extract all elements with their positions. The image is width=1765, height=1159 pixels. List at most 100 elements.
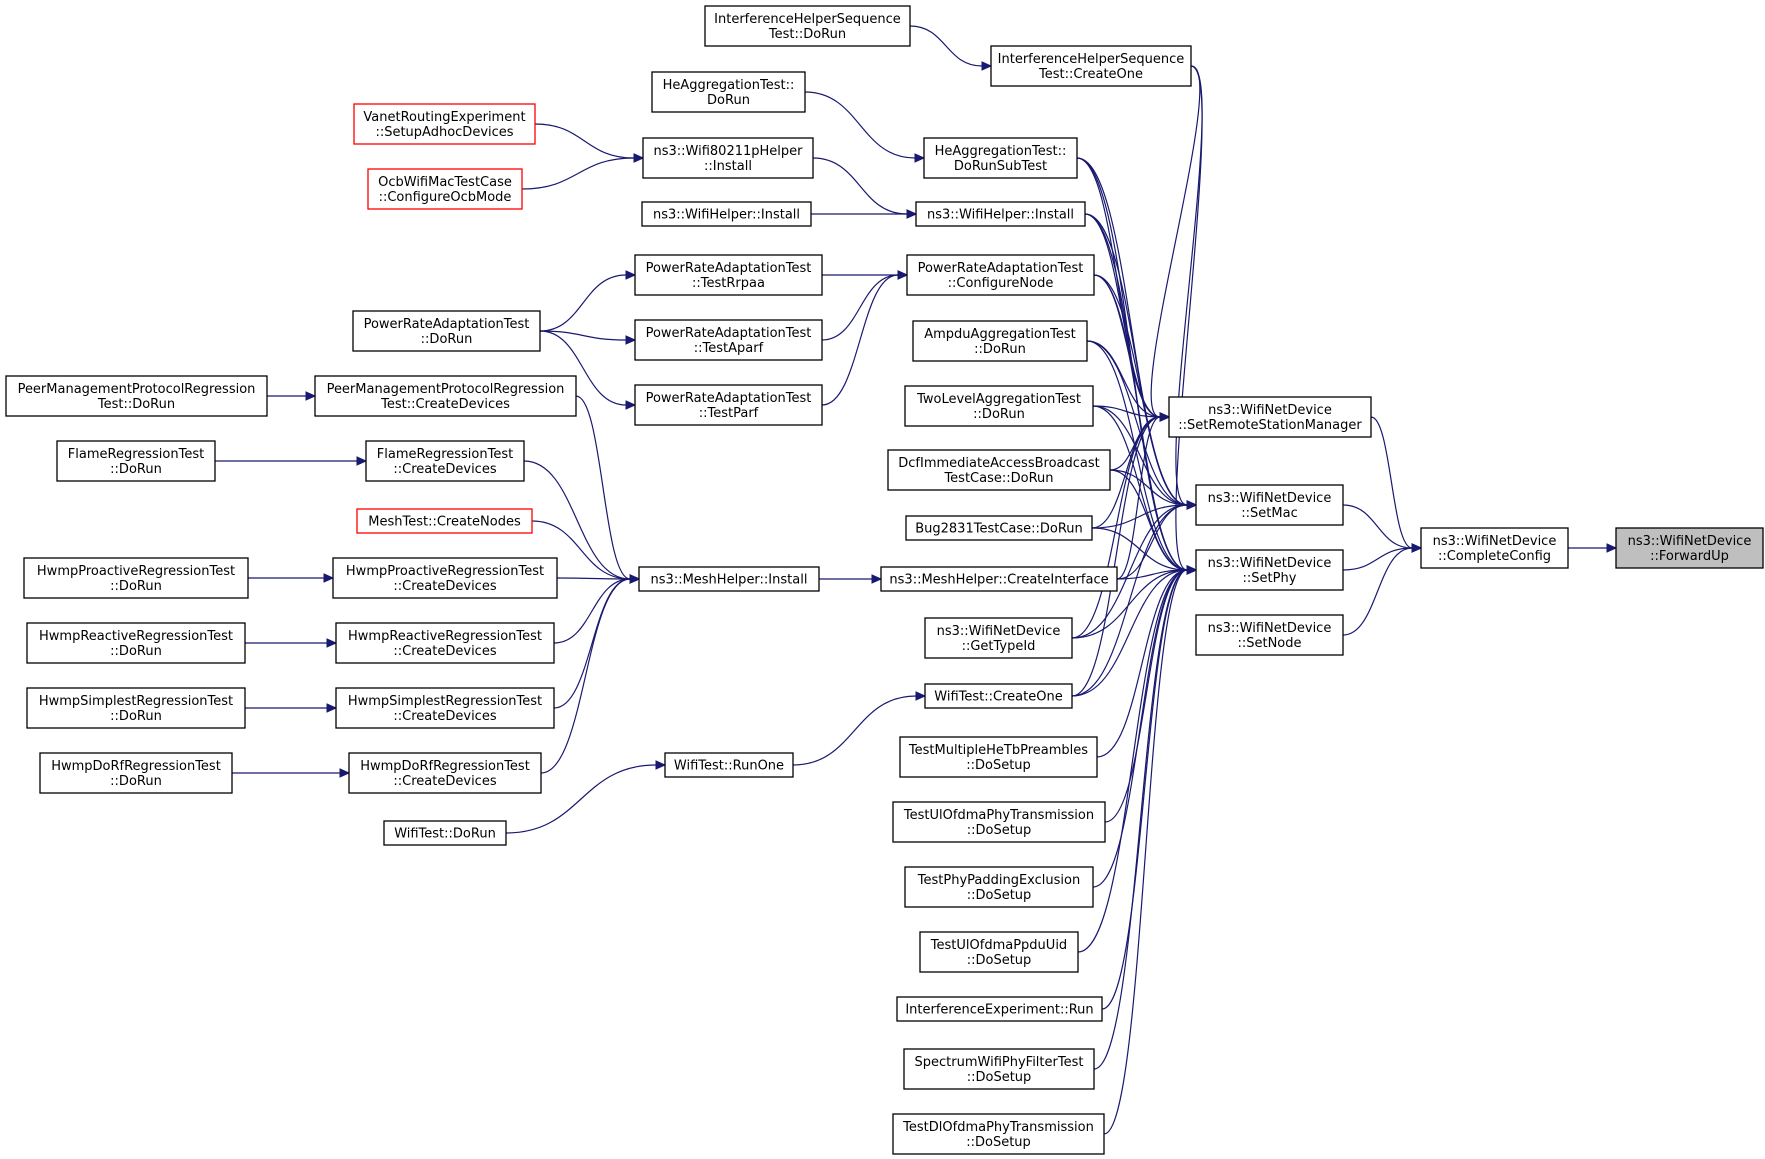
node-completeconfig[interactable]: ns3::WifiNetDevice::CompleteConfig (1420, 527, 1569, 569)
node-wifitest-createone[interactable]: WifiTest::CreateOne (924, 683, 1073, 709)
node-label-line: ::DoRun (110, 709, 162, 724)
node-wnd-gettypeid[interactable]: ns3::WifiNetDevice::GetTypeId (924, 617, 1073, 659)
node-label-line: PowerRateAdaptationTest (646, 391, 812, 406)
edge-completeconfig-to-forwardup (1567, 543, 1618, 553)
node-dlofdmaphy-dosetup[interactable]: TestDlOfdmaPhyTransmission::DoSetup (892, 1113, 1105, 1155)
node-label-line: PeerManagementProtocolRegression (18, 382, 256, 397)
node-box (335, 687, 555, 729)
edge-flame-dorun-to-flame-createdevices (215, 456, 368, 466)
node-hwmpreactive-createdevices[interactable]: HwmpReactiveRegressionTest::CreateDevice… (335, 622, 555, 664)
edge-pra-testparf-to-pra-configurenode (821, 270, 909, 406)
node-pra-dorun[interactable]: PowerRateAdaptationTest::DoRun (352, 310, 541, 352)
node-hwmpdorf-createdevices[interactable]: HwmpDoRfRegressionTest::CreateDevices (348, 752, 542, 794)
node-label-line: ns3::MeshHelper::CreateInterface (889, 573, 1108, 588)
node-box (664, 752, 794, 778)
node-setmac[interactable]: ns3::WifiNetDevice::SetMac (1195, 484, 1344, 526)
node-label-line: DcfImmediateAccessBroadcast (898, 456, 1099, 471)
node-box (887, 449, 1111, 491)
node-setphy[interactable]: ns3::WifiNetDevice::SetPhy (1195, 549, 1344, 591)
node-hwmpsimplest-createdevices[interactable]: HwmpSimplestRegressionTest::CreateDevice… (335, 687, 555, 729)
node-bug2831-dorun[interactable]: Bug2831TestCase::DoRun (905, 515, 1093, 541)
node-label-line: ::DoRun (973, 407, 1025, 422)
node-label-line: ::Install (704, 159, 752, 174)
node-flame-dorun[interactable]: FlameRegressionTest::DoRun (56, 440, 216, 482)
nodes-layer: ns3::WifiNetDevice::ForwardUpns3::WifiNe… (5, 5, 1764, 1155)
node-flame-createdevices[interactable]: FlameRegressionTest::CreateDevices (365, 440, 525, 482)
node-box (651, 71, 806, 113)
node-box (912, 320, 1088, 362)
node-hwmpsimplest-dorun[interactable]: HwmpSimplestRegressionTest::DoRun (26, 687, 246, 729)
node-forwardup: ns3::WifiNetDevice::ForwardUp (1615, 527, 1764, 569)
node-spectrumfilter-dosetup[interactable]: SpectrumWifiPhyFilterTest::DoSetup (903, 1048, 1095, 1090)
node-label-line: HwmpDoRfRegressionTest (360, 759, 530, 774)
node-label-line: ns3::WifiNetDevice (1208, 403, 1332, 418)
node-ampdu-dorun[interactable]: AmpduAggregationTest::DoRun (912, 320, 1088, 362)
node-label-line: WifiTest::RunOne (674, 759, 784, 774)
node-box (1195, 484, 1344, 526)
node-ocb-configure[interactable]: OcbWifiMacTestCase::ConfigureOcbMode (367, 168, 523, 210)
node-pmp-createdevices[interactable]: PeerManagementProtocolRegressionTest::Cr… (314, 375, 577, 417)
node-box (1615, 527, 1764, 569)
node-label-line: DoRunSubTest (954, 159, 1047, 174)
node-box (906, 254, 1095, 296)
node-heagg-dorun[interactable]: HeAggregationTest::DoRun (651, 71, 806, 113)
node-box (348, 752, 542, 794)
node-box (641, 201, 812, 227)
node-hwmpproactive-createdevices[interactable]: HwmpProactiveRegressionTest::CreateDevic… (332, 557, 558, 599)
node-label-line: PeerManagementProtocolRegression (327, 382, 565, 397)
node-pra-configurenode[interactable]: PowerRateAdaptationTest::ConfigureNode (906, 254, 1095, 296)
node-ulofdmaphy-dosetup[interactable]: TestUlOfdmaPhyTransmission::DoSetup (892, 801, 1106, 843)
node-heagg-dorunsubtest[interactable]: HeAggregationTest::DoRunSubTest (923, 137, 1078, 179)
node-label-line: OcbWifiMacTestCase (378, 175, 512, 190)
node-twolevel-dorun[interactable]: TwoLevelAggregationTest::DoRun (904, 385, 1094, 427)
node-box (892, 801, 1106, 843)
node-label-line: ns3::WifiNetDevice (1433, 534, 1557, 549)
node-setnode[interactable]: ns3::WifiNetDevice::SetNode (1195, 614, 1344, 656)
node-meshhelper-install[interactable]: ns3::MeshHelper::Install (638, 566, 820, 592)
node-box (905, 515, 1093, 541)
node-wifihelper-install[interactable]: ns3::WifiHelper::Install (915, 201, 1086, 227)
node-vanet-setup[interactable]: VanetRoutingExperiment::SetupAdhocDevice… (353, 103, 536, 145)
node-pra-testrrpaa[interactable]: PowerRateAdaptationTest::TestRrpaa (634, 254, 823, 296)
edge-dlofdmaphy-dosetup-to-setphy (1103, 565, 1198, 1135)
node-dcf-dorun[interactable]: DcfImmediateAccessBroadcastTestCase::DoR… (887, 449, 1111, 491)
edge-pra-dorun-to-pra-testaparf (539, 330, 637, 345)
node-box (1420, 527, 1569, 569)
node-wifi80211p-install[interactable]: ns3::Wifi80211pHelper::Install (642, 137, 814, 179)
node-wifitest-dorun[interactable]: WifiTest::DoRun (383, 820, 507, 846)
node-box (915, 201, 1086, 227)
edge-wifitest-runone-to-wifitest-createone (792, 691, 927, 766)
edge-heagg-dorun-to-heagg-dorunsubtest (804, 91, 926, 163)
node-meshtest-createnodes[interactable]: MeshTest::CreateNodes (356, 508, 533, 534)
node-label-line: ::CreateDevices (393, 774, 496, 789)
node-ulofdmappdu-dosetup[interactable]: TestUlOfdmaPpduUid::DoSetup (919, 931, 1079, 973)
node-phypadding-dosetup[interactable]: TestPhyPaddingExclusion::DoSetup (904, 866, 1094, 908)
node-box (1195, 549, 1344, 591)
node-hwmpdorf-dorun[interactable]: HwmpDoRfRegressionTest::DoRun (39, 752, 233, 794)
node-pmp-dorun[interactable]: PeerManagementProtocolRegressionTest::Do… (5, 375, 268, 417)
node-box (892, 1113, 1105, 1155)
node-wifihelper-install2[interactable]: ns3::WifiHelper::Install (641, 201, 812, 227)
node-pra-testparf[interactable]: PowerRateAdaptationTest::TestParf (634, 384, 823, 426)
node-box (899, 736, 1098, 778)
node-label-line: ::ForwardUp (1650, 549, 1729, 564)
node-label-line: TestUlOfdmaPhyTransmission (903, 808, 1094, 823)
node-hwmpreactive-dorun[interactable]: HwmpReactiveRegressionTest::DoRun (26, 622, 246, 664)
node-wifitest-runone[interactable]: WifiTest::RunOne (664, 752, 794, 778)
node-meshhelper-createinterface[interactable]: ns3::MeshHelper::CreateInterface (880, 566, 1118, 592)
node-label-line: TestDlOfdmaPhyTransmission (902, 1120, 1094, 1135)
node-interfexp-run[interactable]: InterferenceExperiment::Run (896, 996, 1103, 1022)
node-setremotestationmanager[interactable]: ns3::WifiNetDevice::SetRemoteStationMana… (1168, 396, 1372, 438)
edge-wifitest-createone-to-setmac (1071, 500, 1198, 697)
node-ihs-createone[interactable]: InterferenceHelperSequenceTest::CreateOn… (990, 45, 1192, 87)
node-label-line: ::DoSetup (967, 1070, 1032, 1085)
node-pra-testaparf[interactable]: PowerRateAdaptationTest::TestAparf (634, 319, 823, 361)
node-hwmpproactive-dorun[interactable]: HwmpProactiveRegressionTest::DoRun (23, 557, 249, 599)
edge-vanet-setup-to-wifi80211p-install (534, 123, 645, 163)
node-box (896, 996, 1103, 1022)
node-label-line: PowerRateAdaptationTest (646, 261, 812, 276)
node-label-line: ::SetMac (1241, 506, 1297, 521)
node-multiplehetb-dosetup[interactable]: TestMultipleHeTbPreambles::DoSetup (899, 736, 1098, 778)
node-label-line: ::SetupAdhocDevices (375, 125, 513, 140)
